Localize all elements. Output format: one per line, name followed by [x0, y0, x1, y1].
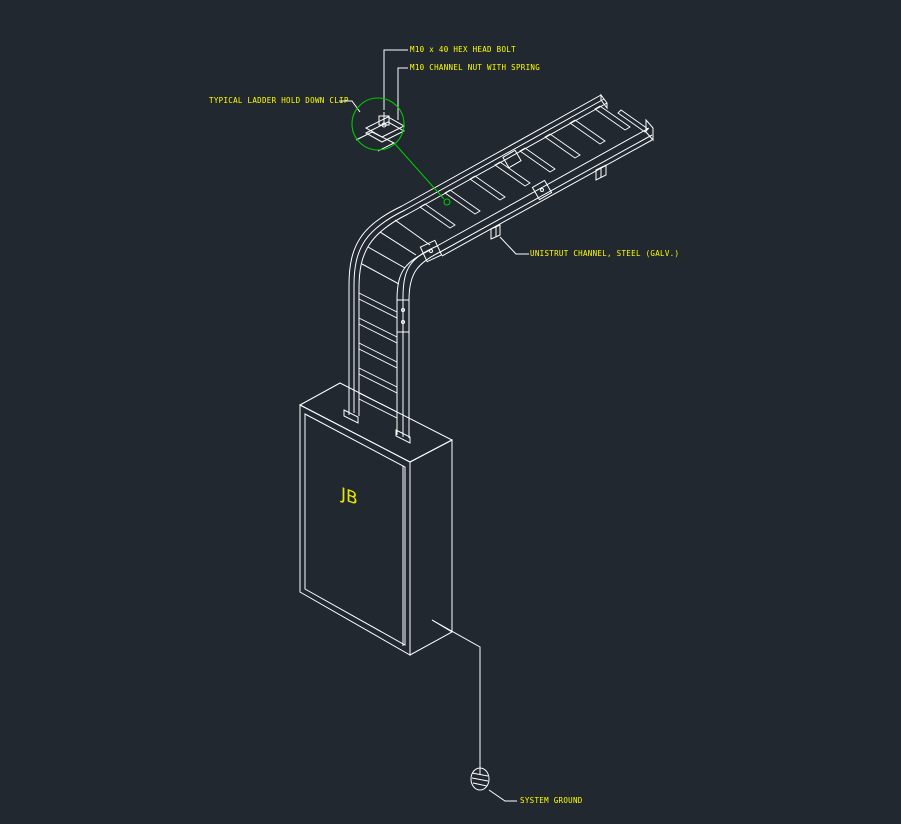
ladder-horizontal [401, 93, 654, 257]
junction-box [298, 382, 454, 656]
clip-label: TYPICAL LADDER HOLD DOWN CLIP [209, 96, 349, 105]
detail-callout [351, 97, 451, 206]
ground-lead [431, 619, 517, 802]
unistrut-label: UNISTRUT CHANNEL, STEEL (GALV.) [530, 249, 680, 258]
ground-label: SYSTEM GROUND [520, 796, 583, 805]
bolt-label: M10 x 40 HEX HEAD BOLT [410, 45, 516, 54]
unistrut-channels [490, 164, 607, 255]
ladder-bend [348, 205, 443, 301]
leader-lines [339, 49, 408, 120]
nut-label: M10 CHANNEL NUT WITH SPRING [410, 63, 541, 72]
ladder-vertical [343, 285, 411, 444]
